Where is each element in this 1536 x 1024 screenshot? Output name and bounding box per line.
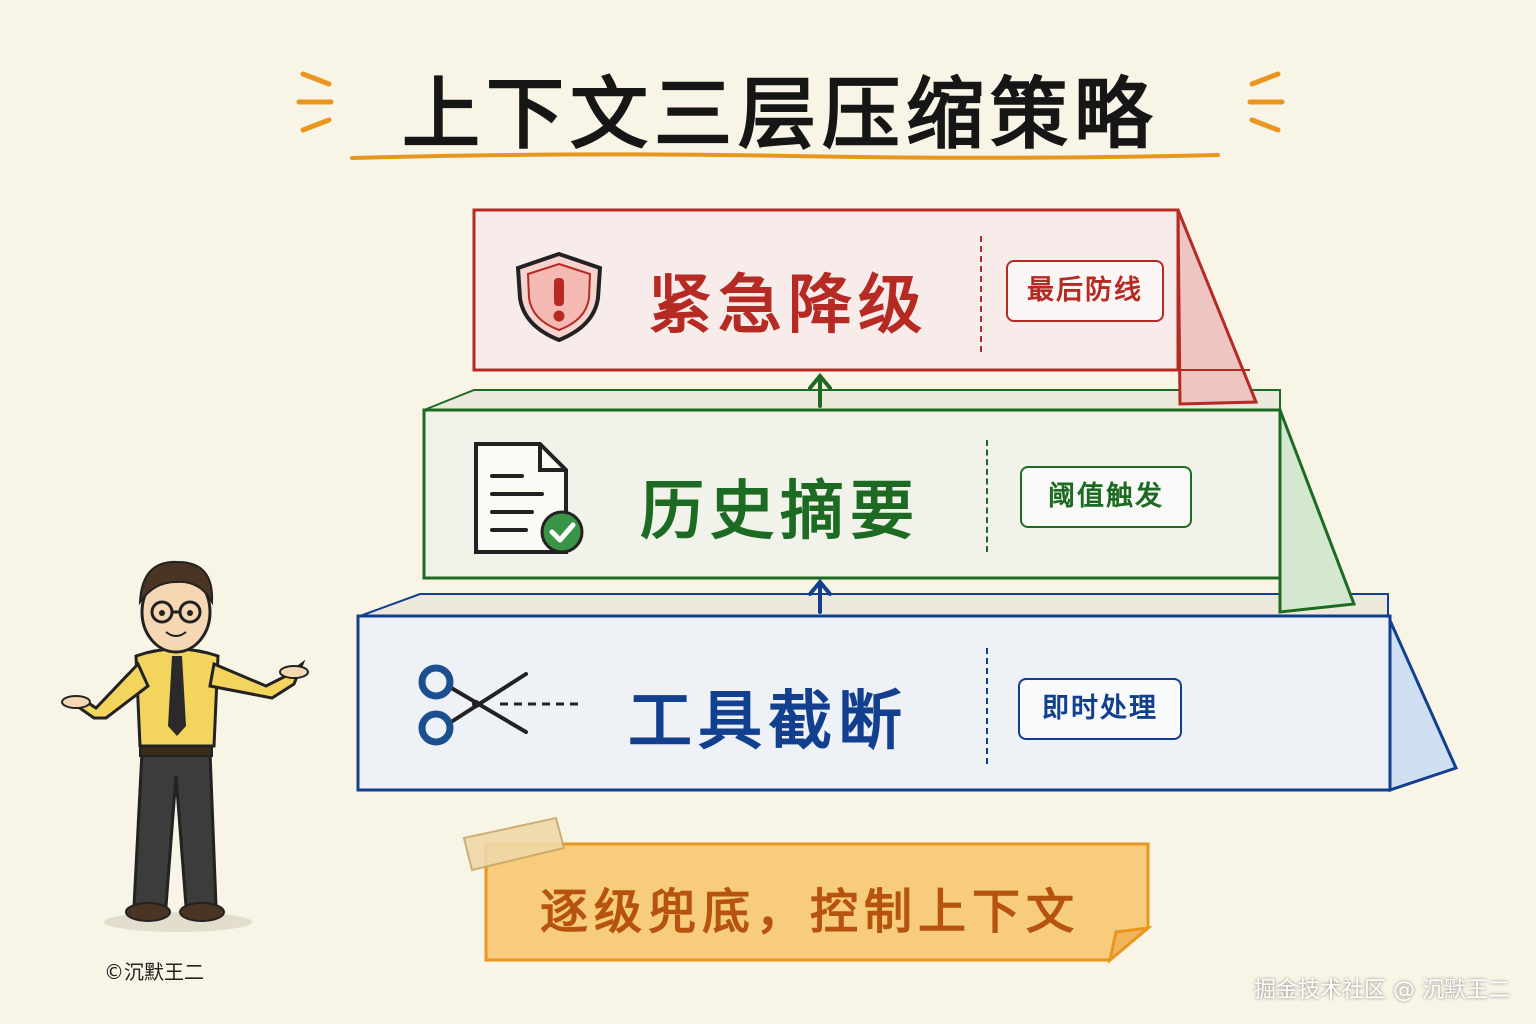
tier-bottom-side (1386, 615, 1459, 793)
tier-middle-divider (986, 440, 988, 552)
tier-bottom-divider (986, 648, 988, 764)
title-spark-right (1247, 71, 1285, 133)
tier-top-divider (980, 236, 982, 352)
title-spark-left (296, 71, 334, 133)
tier-top-tag: 最后防线 (1006, 260, 1164, 322)
copyright-text: ©沉默王二 (104, 960, 204, 984)
arrow-up-icon (808, 372, 832, 408)
tier-top-side (1176, 209, 1259, 406)
banner-note (462, 816, 1153, 964)
page-title: 上下文三层压缩策略 (401, 70, 1158, 160)
tier-middle-side (1278, 409, 1357, 614)
arrow-up-icon (808, 578, 832, 614)
tier-middle-tag: 阈值触发 (1020, 466, 1192, 528)
tier-middle-topface (423, 389, 1281, 411)
watermark: 掘金技术社区 @ 沉默王二 (1254, 978, 1510, 1003)
tier-bottom-tag: 即时处理 (1018, 678, 1182, 740)
tape-strip (462, 816, 566, 872)
tier-top-label: 紧急降级 (648, 269, 928, 343)
title-underline (350, 152, 1220, 160)
tier-bottom-label: 工具截断 (628, 685, 908, 759)
banner-text: 逐级兜底，控制上下文 (539, 884, 1080, 940)
shield-alert-icon (515, 251, 603, 343)
document-check-icon (474, 442, 584, 554)
presenter-character (61, 560, 309, 932)
tier-bottom-topface (359, 593, 1389, 617)
scissors-icon (418, 664, 582, 746)
tier-middle-label: 历史摘要 (640, 475, 920, 549)
